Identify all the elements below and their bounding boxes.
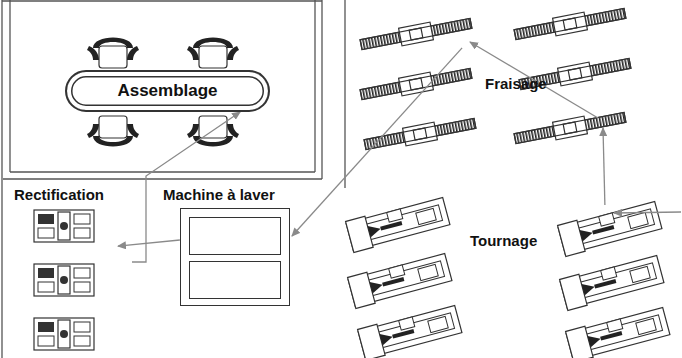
washer-tank: [189, 261, 281, 299]
milling-area: Fraisage: [360, 2, 678, 180]
flow-arrow: [118, 240, 180, 246]
area-label: Tournage: [470, 232, 537, 249]
assembly-table: Assemblage: [65, 70, 270, 112]
area-label: Rectification: [14, 186, 104, 203]
turning-area: Tournage: [340, 195, 680, 356]
flow-arrow: [603, 128, 605, 205]
area-label: Fraisage: [485, 75, 547, 92]
washer-body: [180, 208, 290, 306]
area-label: Machine à laver: [163, 186, 275, 203]
grinding-area: Rectification: [12, 184, 134, 354]
area-title: Assemblage: [117, 81, 217, 101]
washing-machine: Machine à laver: [160, 184, 310, 308]
flow-arrow: [292, 48, 462, 236]
washer-tank: [189, 217, 281, 255]
